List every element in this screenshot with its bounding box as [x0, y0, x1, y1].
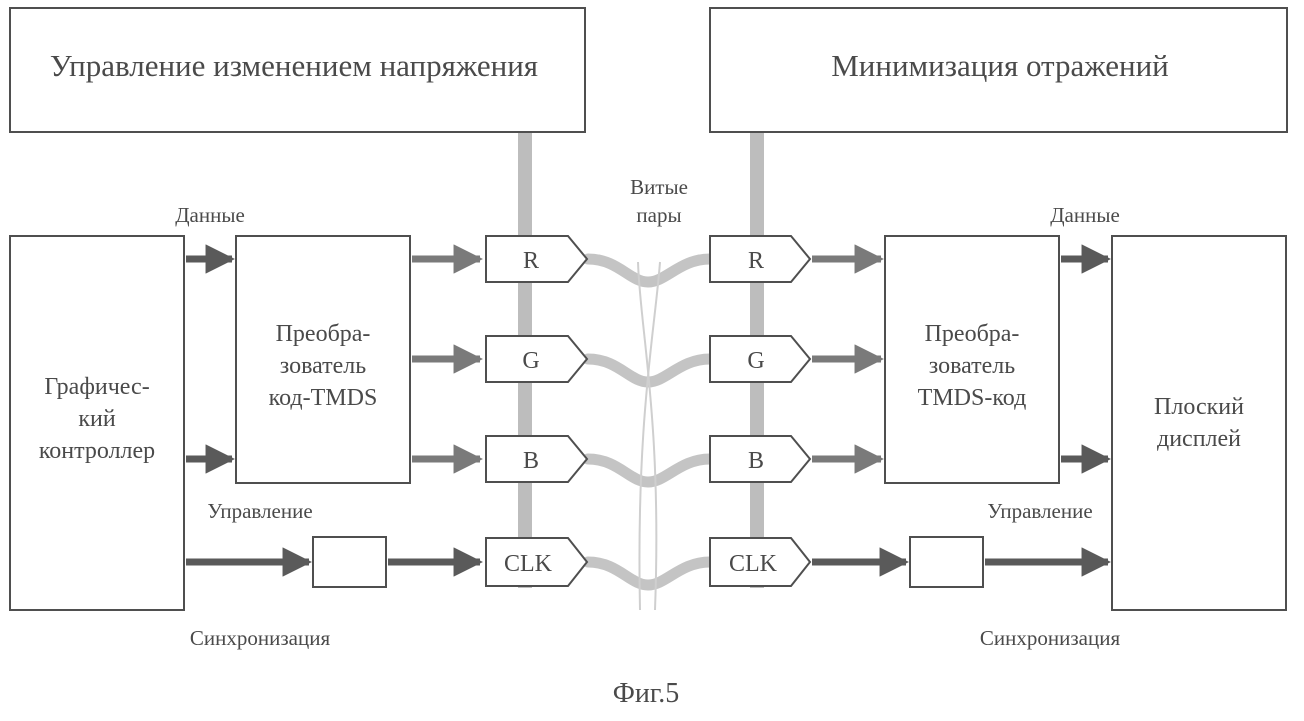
tx-buffer-g: G	[486, 336, 587, 382]
decoder-line-1: Преобра-	[925, 321, 1020, 347]
tx-label-clk: CLK	[504, 551, 553, 577]
twisted-pair-b	[588, 459, 710, 482]
left-control-label: Управление	[207, 499, 312, 523]
tx-label-r: R	[523, 248, 539, 274]
reflection-min-label: Минимизация отражений	[831, 48, 1169, 83]
decoder-line-3: TMDS-код	[918, 385, 1027, 411]
rx-buffer-r: R	[710, 236, 810, 282]
decoder-block: Преобра- зователь TMDS-код	[885, 236, 1059, 483]
twisted-pairs-line-2: пары	[636, 203, 681, 227]
twisted-pair-strands	[638, 262, 660, 610]
tx-label-g: G	[522, 348, 539, 374]
controller-line-3: контроллер	[39, 438, 155, 464]
voltage-control-label: Управление изменением напряжения	[50, 48, 538, 83]
left-sync-box	[313, 537, 386, 587]
twisted-pairs	[588, 259, 710, 585]
top-box-reflection-min: Минимизация отражений	[710, 8, 1287, 132]
display-line-2: дисплей	[1157, 426, 1241, 452]
rx-buffer-clk: CLK	[710, 538, 810, 586]
rx-buffer-b: B	[710, 436, 810, 482]
encoder-block: Преобра- зователь код-TMDS	[236, 236, 410, 483]
right-data-label: Данные	[1050, 203, 1120, 227]
flat-display-block: Плоский дисплей	[1112, 236, 1286, 610]
encoder-line-3: код-TMDS	[269, 385, 378, 411]
tx-buffer-b: B	[486, 436, 587, 482]
controller-line-2: кий	[78, 406, 116, 432]
decoder-line-2: зователь	[929, 353, 1016, 379]
right-control-label: Управление	[987, 499, 1092, 523]
tx-buffer-clk: CLK	[486, 538, 587, 586]
right-sync-box	[910, 537, 983, 587]
rx-label-r: R	[748, 248, 764, 274]
transmitter-buffers: R G B CLK	[486, 236, 587, 586]
encoder-line-2: зователь	[280, 353, 367, 379]
twisted-pair-clk	[588, 562, 710, 585]
right-sync-label: Синхронизация	[980, 626, 1121, 650]
controller-line-1: Графичес-	[44, 374, 149, 400]
display-line-1: Плоский	[1154, 394, 1244, 420]
figure-caption: Фиг.5	[613, 678, 679, 709]
left-sync-label: Синхронизация	[190, 626, 331, 650]
twisted-pair-r	[588, 259, 710, 282]
left-data-label: Данные	[175, 203, 245, 227]
rx-label-b: B	[748, 448, 764, 474]
encoder-line-1: Преобра-	[276, 321, 371, 347]
rx-buffer-g: G	[710, 336, 810, 382]
tx-buffer-r: R	[486, 236, 587, 282]
graphics-controller-block: Графичес- кий контроллер	[10, 236, 184, 610]
rx-label-g: G	[747, 348, 764, 374]
rx-label-clk: CLK	[729, 551, 778, 577]
top-box-voltage-control: Управление изменением напряжения	[10, 8, 585, 132]
twisted-pairs-line-1: Витые	[630, 175, 688, 199]
twisted-pairs-label: Витые пары	[630, 175, 688, 227]
tx-label-b: B	[523, 448, 539, 474]
